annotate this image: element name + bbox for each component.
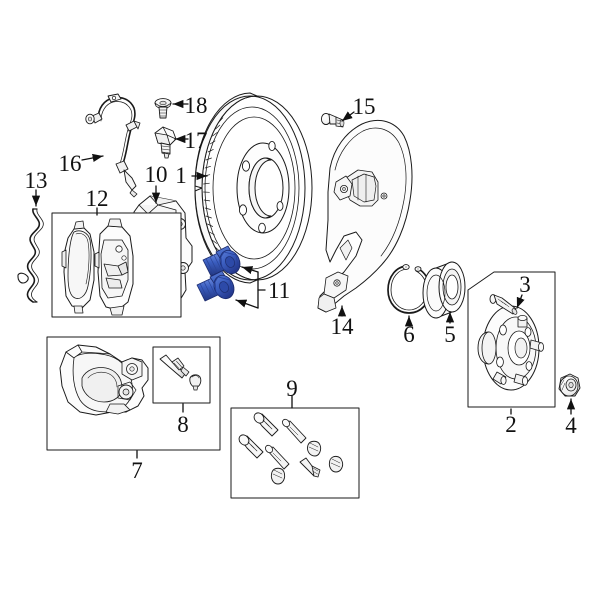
- caliper-bracket-bolt-lower: [196, 270, 235, 302]
- leader-3: [516, 294, 525, 309]
- abs-wheel-speed-sensor: [154, 126, 177, 159]
- callout-number-11: 11: [268, 278, 290, 303]
- splash-shield-bolt: [320, 112, 345, 128]
- brake-pad-set-box: [51, 212, 182, 318]
- callout-number-14: 14: [331, 314, 355, 339]
- wheel-hub-bolt: [489, 294, 518, 315]
- brake-splash-shield: [317, 120, 413, 313]
- callout-number-10: 10: [145, 162, 168, 187]
- brake-rotor-disc: [194, 92, 313, 284]
- callout-number-12: 12: [86, 186, 109, 211]
- leader-16: [81, 153, 104, 163]
- wheel-bearing: [422, 261, 466, 319]
- callout-number-9: 9: [286, 376, 298, 401]
- callout-number-13: 13: [25, 168, 48, 193]
- wheel-hub-assembly-box: [467, 271, 556, 408]
- callout-number-4: 4: [565, 413, 577, 438]
- caliper-bracket-bolt-upper: [202, 245, 241, 277]
- callout-number-3: 3: [519, 272, 531, 297]
- callout-number-15: 15: [353, 94, 376, 119]
- callout-number-2: 2: [505, 412, 517, 437]
- callout-number-18: 18: [185, 93, 208, 118]
- leader-15: [341, 111, 355, 122]
- callout-number-17: 17: [185, 128, 208, 153]
- sensor-mounting-bolt: [154, 98, 172, 119]
- callout-number-7: 7: [131, 458, 143, 483]
- callout-number-16: 16: [59, 151, 82, 176]
- axle-nut: [558, 373, 581, 397]
- callout-number-5: 5: [444, 322, 456, 347]
- callout-number-1: 1: [175, 163, 187, 188]
- brake-pad-retaining-clip: [17, 208, 44, 303]
- callout-number-8: 8: [177, 412, 189, 437]
- brake-hose: [85, 93, 141, 198]
- caliper-guide-pin-kit-box: [230, 407, 360, 499]
- callout-number-6: 6: [403, 322, 415, 347]
- caliper-bleeder-screw-box: [152, 346, 211, 404]
- leader-11: [235, 266, 266, 309]
